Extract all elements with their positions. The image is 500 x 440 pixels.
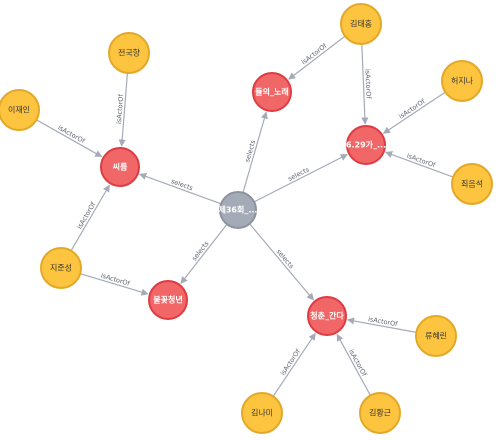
node-actor-a_jeonguk[interactable]: 전국향 [108,32,150,74]
edge-line[interactable] [361,43,369,125]
edge-label: isActorOf [347,348,369,379]
edge-label: isActorOf [100,271,131,287]
edge-label: isActorOf [115,93,125,124]
edge-label: selects [275,248,296,271]
node-actor-a_ijaein[interactable]: 이재인 [0,89,40,131]
node-label: 최음석 [461,179,483,189]
node-actor-a_choeeumseok[interactable]: 최음석 [451,163,493,205]
node-label: 청춘_간다 [310,311,344,321]
node-label: 씨름 [113,162,128,172]
event-node-circle[interactable] [219,191,257,229]
node-movie-m_ssireum[interactable]: 씨름 [100,147,140,187]
edge-a_heojina-m_629[interactable]: isActorOf [382,91,446,134]
node-label: 이재인 [8,105,30,115]
edge-label: isActorOf [56,124,86,146]
edge-a_jeonguk-m_ssireum[interactable]: isActorOf [115,72,129,147]
node-label: 제36회_... [219,205,258,215]
edge-line[interactable] [118,72,129,147]
edge-a_choeeumseok-m_629[interactable]: isActorOf [385,151,454,178]
edge-event-m_ssireum[interactable]: selects [139,173,222,205]
node-movie-m_flower[interactable]: 들의_노래 [252,72,292,112]
edge-label: isActorOf [279,347,303,377]
node-label: 류혜린 [425,331,447,341]
edge-line[interactable] [382,91,446,134]
edge-label: isActorOf [300,41,329,66]
edge-a_jijunseong-m_bulkkot[interactable]: isActorOf [79,271,149,296]
node-actor-a_ryuhyerin[interactable]: 류혜린 [415,315,457,357]
actor-node-circle[interactable] [415,315,457,357]
edge-a_ryuhyerin-m_youth[interactable]: isActorOf [346,315,417,333]
actor-node-circle[interactable] [451,163,493,205]
node-actor-a_jijunseong[interactable]: 지준성 [40,247,82,289]
node-actor-a_kimhwangeun[interactable]: 김황근 [359,392,401,434]
node-label: 김나미 [251,408,273,418]
edge-line[interactable] [70,184,110,252]
movie-node-circle[interactable] [252,72,292,112]
edge-a_ijaein-m_ssireum[interactable]: isActorOf [36,119,103,158]
edge-line[interactable] [180,223,228,284]
edge-event-m_youth[interactable]: selects [249,223,314,301]
actor-node-circle[interactable] [40,247,82,289]
edge-line[interactable] [249,223,314,301]
node-actor-a_kimtaehong[interactable]: 김태홍 [340,3,382,45]
edge-label: isActorOf [406,152,437,170]
movie-node-circle[interactable] [307,296,347,336]
node-label: 허지나 [451,77,474,86]
actor-node-circle[interactable] [241,392,283,434]
edge-line[interactable] [272,332,316,397]
edge-event-m_bulkkot[interactable]: selects [180,223,228,284]
edge-line[interactable] [288,35,346,80]
edge-line[interactable] [336,333,371,396]
edge-a_jijunseong-m_ssireum[interactable]: isActorOf [70,184,110,252]
movie-node-circle[interactable] [148,280,188,320]
node-label: 들의_노래 [255,87,288,97]
edge-line[interactable] [36,119,103,158]
edge-a_kimtaehong-m_flower[interactable]: isActorOf [288,35,346,80]
movie-node-circle[interactable] [346,125,386,165]
edge-label: isActorOf [363,69,372,100]
edge-line[interactable] [139,173,222,205]
edge-a_kimhwangeun-m_youth[interactable]: isActorOf [336,333,371,396]
edge-a_kimtaehong-m_629[interactable]: isActorOf [361,43,373,125]
node-movie-m_629[interactable]: 6.29가_... [346,125,386,165]
actor-node-circle[interactable] [0,89,40,131]
node-event-event[interactable]: 제36회_... [219,191,258,229]
edge-a_kimnami-m_youth[interactable]: isActorOf [272,332,316,397]
edge-label: selects [287,165,311,183]
node-actor-a_kimnami[interactable]: 김나미 [241,392,283,434]
node-movie-m_bulkkot[interactable]: 불꽃청년 [148,280,188,320]
edge-label: isActorOf [75,200,97,230]
edge-event-m_629[interactable]: selects [253,153,348,203]
actor-node-circle[interactable] [340,3,382,45]
node-label: 6.29가_... [346,140,386,150]
edge-event-m_flower[interactable]: selects [242,111,268,193]
actor-node-circle[interactable] [108,32,150,74]
node-movie-m_youth[interactable]: 청춘_간다 [307,296,347,336]
node-label: 전국향 [118,48,141,58]
edge-label: isActorOf [397,97,427,121]
edge-line[interactable] [242,111,268,193]
node-label: 지준성 [50,264,72,273]
movie-node-circle[interactable] [100,147,140,187]
edge-line[interactable] [385,151,454,178]
node-label: 김태홍 [350,19,372,29]
node-label: 김황근 [369,408,391,418]
actor-node-circle[interactable] [441,60,483,102]
edge-line[interactable] [253,153,348,203]
edge-line[interactable] [79,273,149,296]
node-actor-a_heojina[interactable]: 허지나 [441,60,483,102]
node-label: 불꽃청년 [153,295,182,305]
actor-node-circle[interactable] [359,392,401,434]
edge-line[interactable] [346,317,417,333]
